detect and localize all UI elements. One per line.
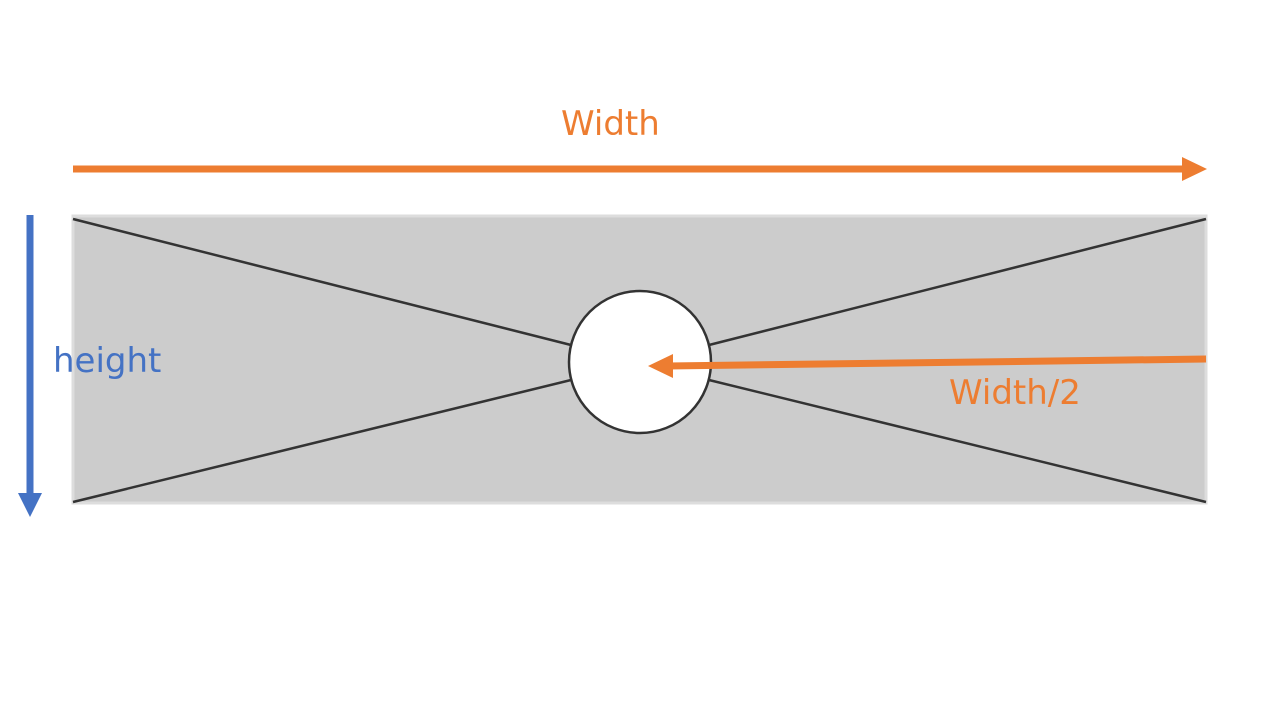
width-arrow-head xyxy=(1182,157,1207,181)
diagonal-top-right xyxy=(708,217,1207,347)
diagonal-top-left xyxy=(72,217,572,347)
half-width-label: Width/2 xyxy=(949,373,1081,413)
center-circle xyxy=(569,291,711,433)
width-label: Width xyxy=(561,104,660,144)
height-label: height xyxy=(53,341,162,381)
height-arrow-head xyxy=(18,493,42,517)
diagonal-bottom-left xyxy=(72,378,572,504)
half-width-arrow-shaft xyxy=(667,355,1207,370)
half-width-arrow-head xyxy=(648,354,673,378)
diagonal-bottom-right xyxy=(708,378,1207,504)
